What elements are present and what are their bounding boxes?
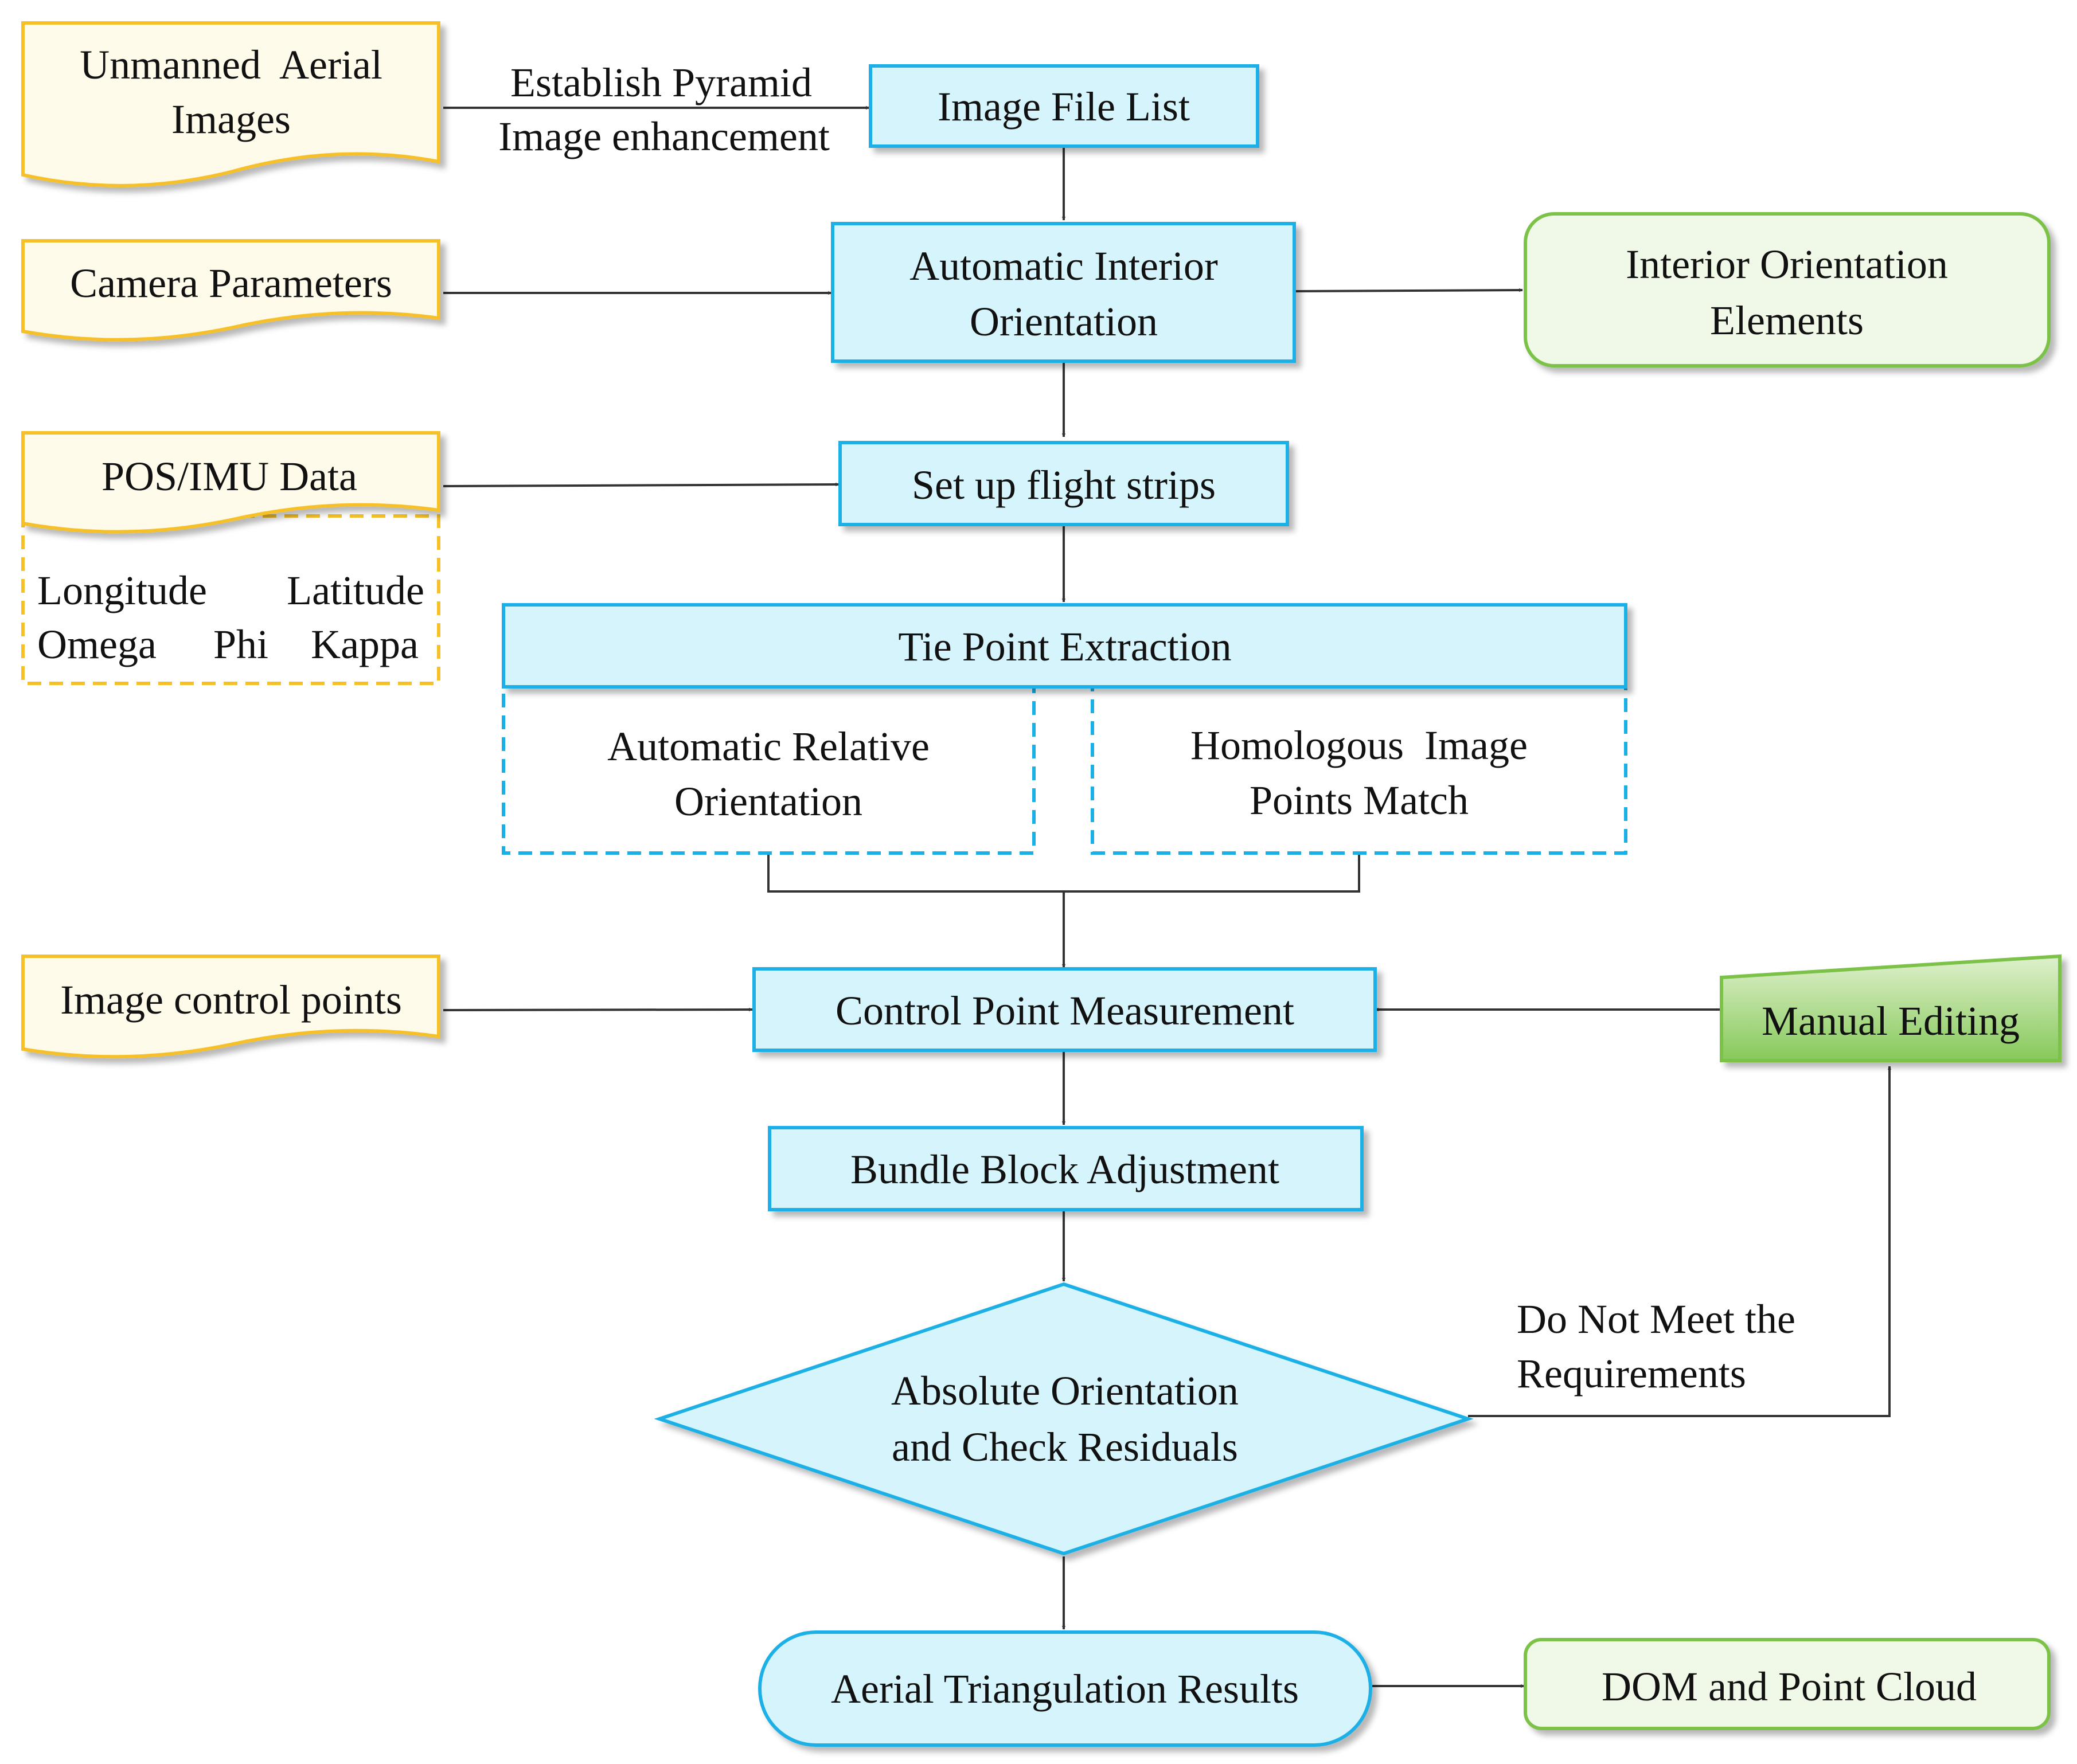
label-elements-line1: Interior Orientation — [1626, 241, 1948, 287]
label-homologous-line2: Points Match — [1250, 777, 1469, 823]
label-interior-line2: Orientation — [970, 299, 1158, 345]
label-absolute-line1: Absolute Orientation — [891, 1368, 1239, 1414]
label-image-file-list: Image File List — [938, 84, 1190, 130]
label-set-up-flight-strips: Set up flight strips — [912, 462, 1216, 508]
label-manual-editing: Manual Editing — [1762, 998, 2020, 1044]
label-latitude: Latitude — [287, 568, 424, 613]
merge-bracket — [767, 854, 1360, 893]
arrow-interior-to-elements — [1294, 288, 1523, 292]
process-bundle-block-adjustment: Bundle Block Adjustment — [768, 1126, 1364, 1211]
output-dom-and-point-cloud: DOM and Point Cloud — [1524, 1638, 2051, 1730]
edge-label-fail-line1: Do Not Meet the — [1517, 1296, 1795, 1342]
terminal-aerial-triangulation-results: Aerial Triangulation Results — [758, 1630, 1372, 1747]
process-tie-point-extraction: Tie Point Extraction Automatic Relative … — [502, 603, 1627, 855]
label-unmanned-aerial-line1: Unmanned Aerial — [80, 42, 382, 88]
process-set-up-flight-strips: Set up flight strips — [838, 441, 1289, 526]
process-control-point-measurement: Control Point Measurement — [752, 967, 1377, 1052]
label-homologous-line1: Homologous Image — [1190, 722, 1528, 768]
manual-editing-node: Manual Editing — [1720, 954, 2062, 1062]
label-relative-line2: Orientation — [674, 779, 862, 824]
label-control-point-measurement: Control Point Measurement — [836, 988, 1294, 1034]
process-image-file-list: Image File List — [869, 64, 1259, 148]
label-longitude: Longitude — [37, 568, 207, 613]
label-bundle-block-adjustment: Bundle Block Adjustment — [850, 1147, 1279, 1192]
label-omega: Omega — [37, 621, 157, 667]
label-pos-imu-data: POS/IMU Data — [101, 453, 357, 499]
input-camera-parameters: Camera Parameters — [21, 239, 440, 342]
process-automatic-interior-orientation: Automatic Interior Orientation — [831, 222, 1296, 363]
output-interior-orientation-elements: Interior Orientation Elements — [1524, 212, 2051, 367]
edge-label-pyramid-line1: Establish Pyramid — [510, 60, 812, 105]
label-dom-and-point-cloud: DOM and Point Cloud — [1602, 1664, 1977, 1710]
arrow-fail-to-manual — [1468, 1066, 1892, 1417]
decision-absolute-orientation: Absolute Orientation and Check Residuals — [654, 1282, 1474, 1556]
label-interior-line1: Automatic Interior — [909, 243, 1218, 289]
subprocess-relative-dashed-box — [502, 685, 1036, 855]
connectors — [443, 105, 1892, 1688]
edge-label-fail-line2: Requirements — [1517, 1351, 1746, 1397]
input-pos-imu-data: POS/IMU Data Longitude Latitude Omega Ph… — [21, 431, 440, 685]
label-absolute-line2: and Check Residuals — [892, 1424, 1238, 1470]
label-phi: Phi — [213, 621, 268, 667]
input-unmanned-aerial-images: Unmanned Aerial Images — [21, 21, 440, 187]
subprocess-homologous-dashed-box — [1091, 685, 1627, 855]
label-elements-line2: Elements — [1710, 298, 1864, 343]
edge-label-pyramid-line2: Image enhancement — [498, 114, 830, 159]
label-aerial-triangulation-results: Aerial Triangulation Results — [831, 1666, 1299, 1712]
label-unmanned-aerial-line2: Images — [171, 96, 291, 142]
label-tie-point-extraction: Tie Point Extraction — [898, 624, 1231, 670]
input-image-control-points: Image control points — [21, 955, 440, 1059]
arrow-pos-to-strips — [443, 482, 840, 487]
label-kappa: Kappa — [311, 621, 419, 667]
label-relative-line1: Automatic Relative — [607, 723, 930, 769]
label-camera-parameters: Camera Parameters — [70, 260, 392, 306]
label-image-control-points: Image control points — [60, 977, 402, 1023]
